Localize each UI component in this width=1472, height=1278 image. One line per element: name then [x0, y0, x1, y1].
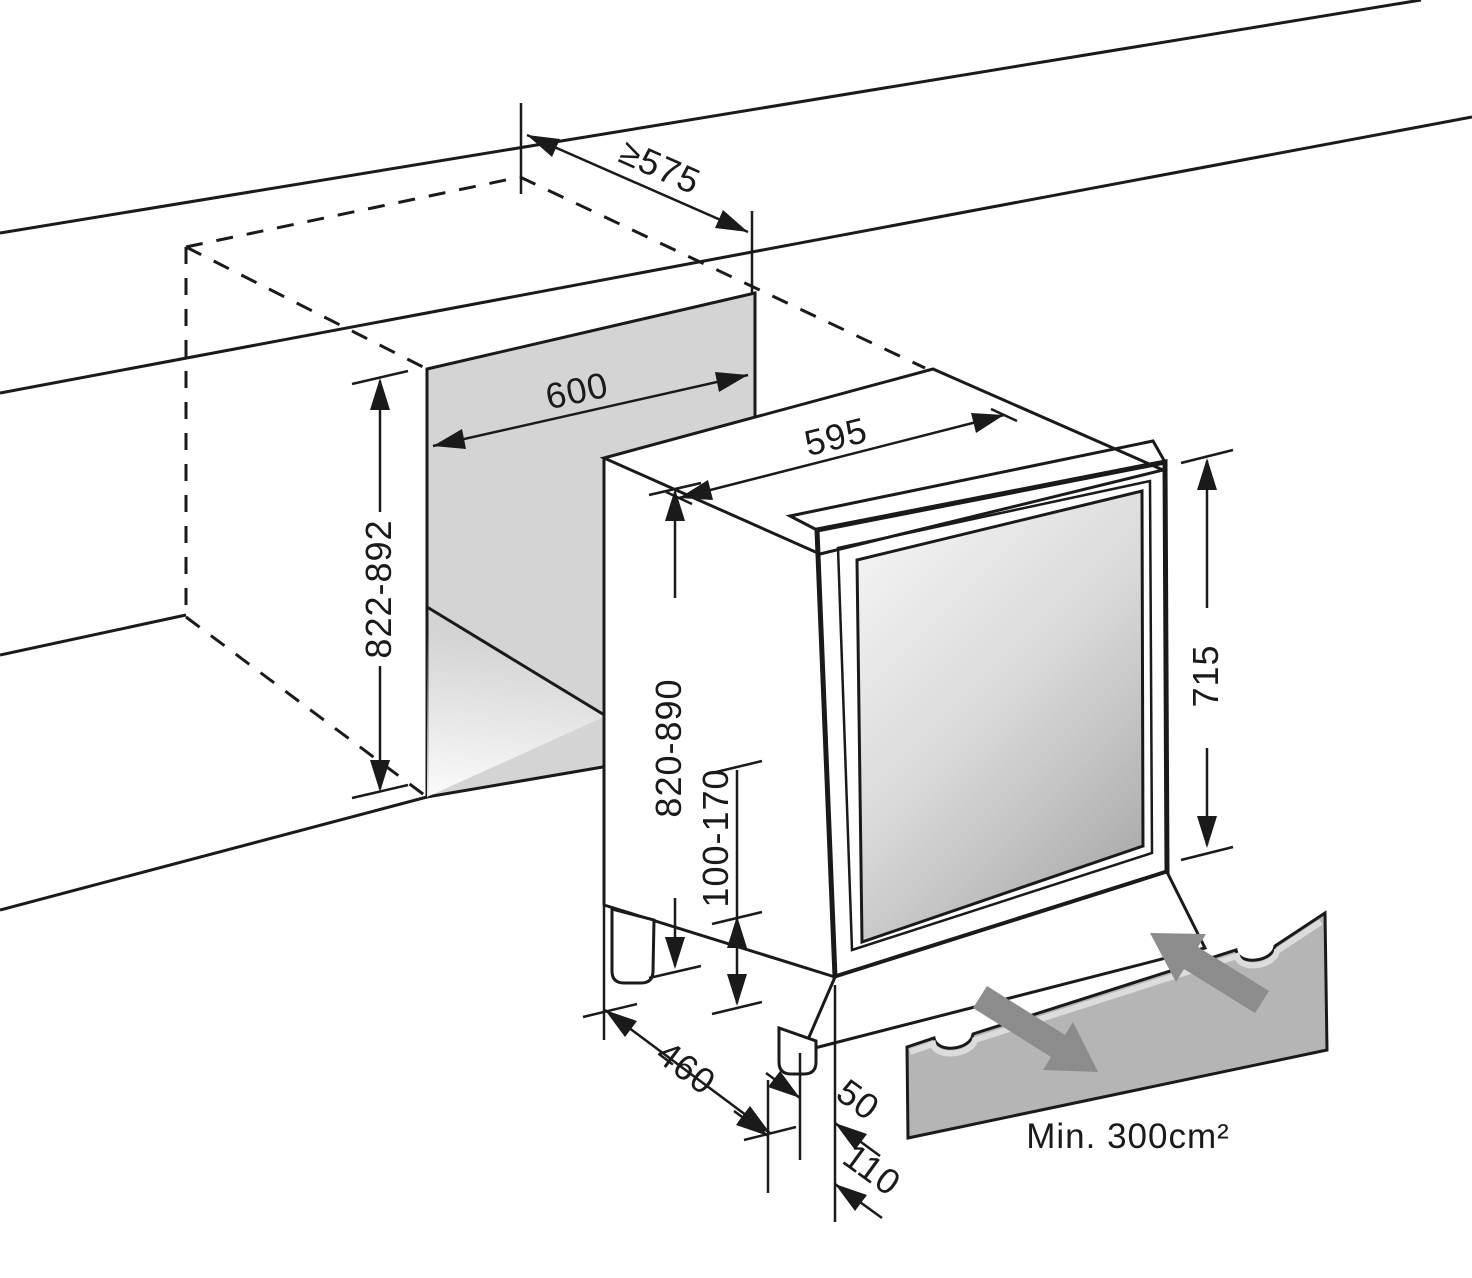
appliance-foot-back	[610, 907, 656, 985]
airflow-in-arrow	[1150, 933, 1269, 1013]
appliance	[599, 367, 1208, 1076]
extension-lines	[519, 103, 837, 1222]
dim-plinth-height-label: 100-170	[695, 768, 736, 908]
dimension-arrowheads	[370, 135, 1217, 1211]
appliance-foot-front	[777, 1025, 818, 1076]
appliance-bottom-band	[800, 870, 1208, 1054]
ventilation-panel	[905, 910, 1329, 1140]
vent-area-label: Min. 300cm²	[1026, 1117, 1230, 1156]
dim-niche-height-label: 822-892	[358, 519, 399, 659]
door-inner-frame	[836, 479, 1154, 952]
airflow-out-arrow	[973, 986, 1098, 1072]
dim-appliance-height-label: 820-890	[648, 678, 689, 818]
door-glass	[855, 489, 1145, 945]
countertop-lines	[0, 0, 1472, 912]
dim-door-height-label: 715	[1185, 644, 1226, 708]
